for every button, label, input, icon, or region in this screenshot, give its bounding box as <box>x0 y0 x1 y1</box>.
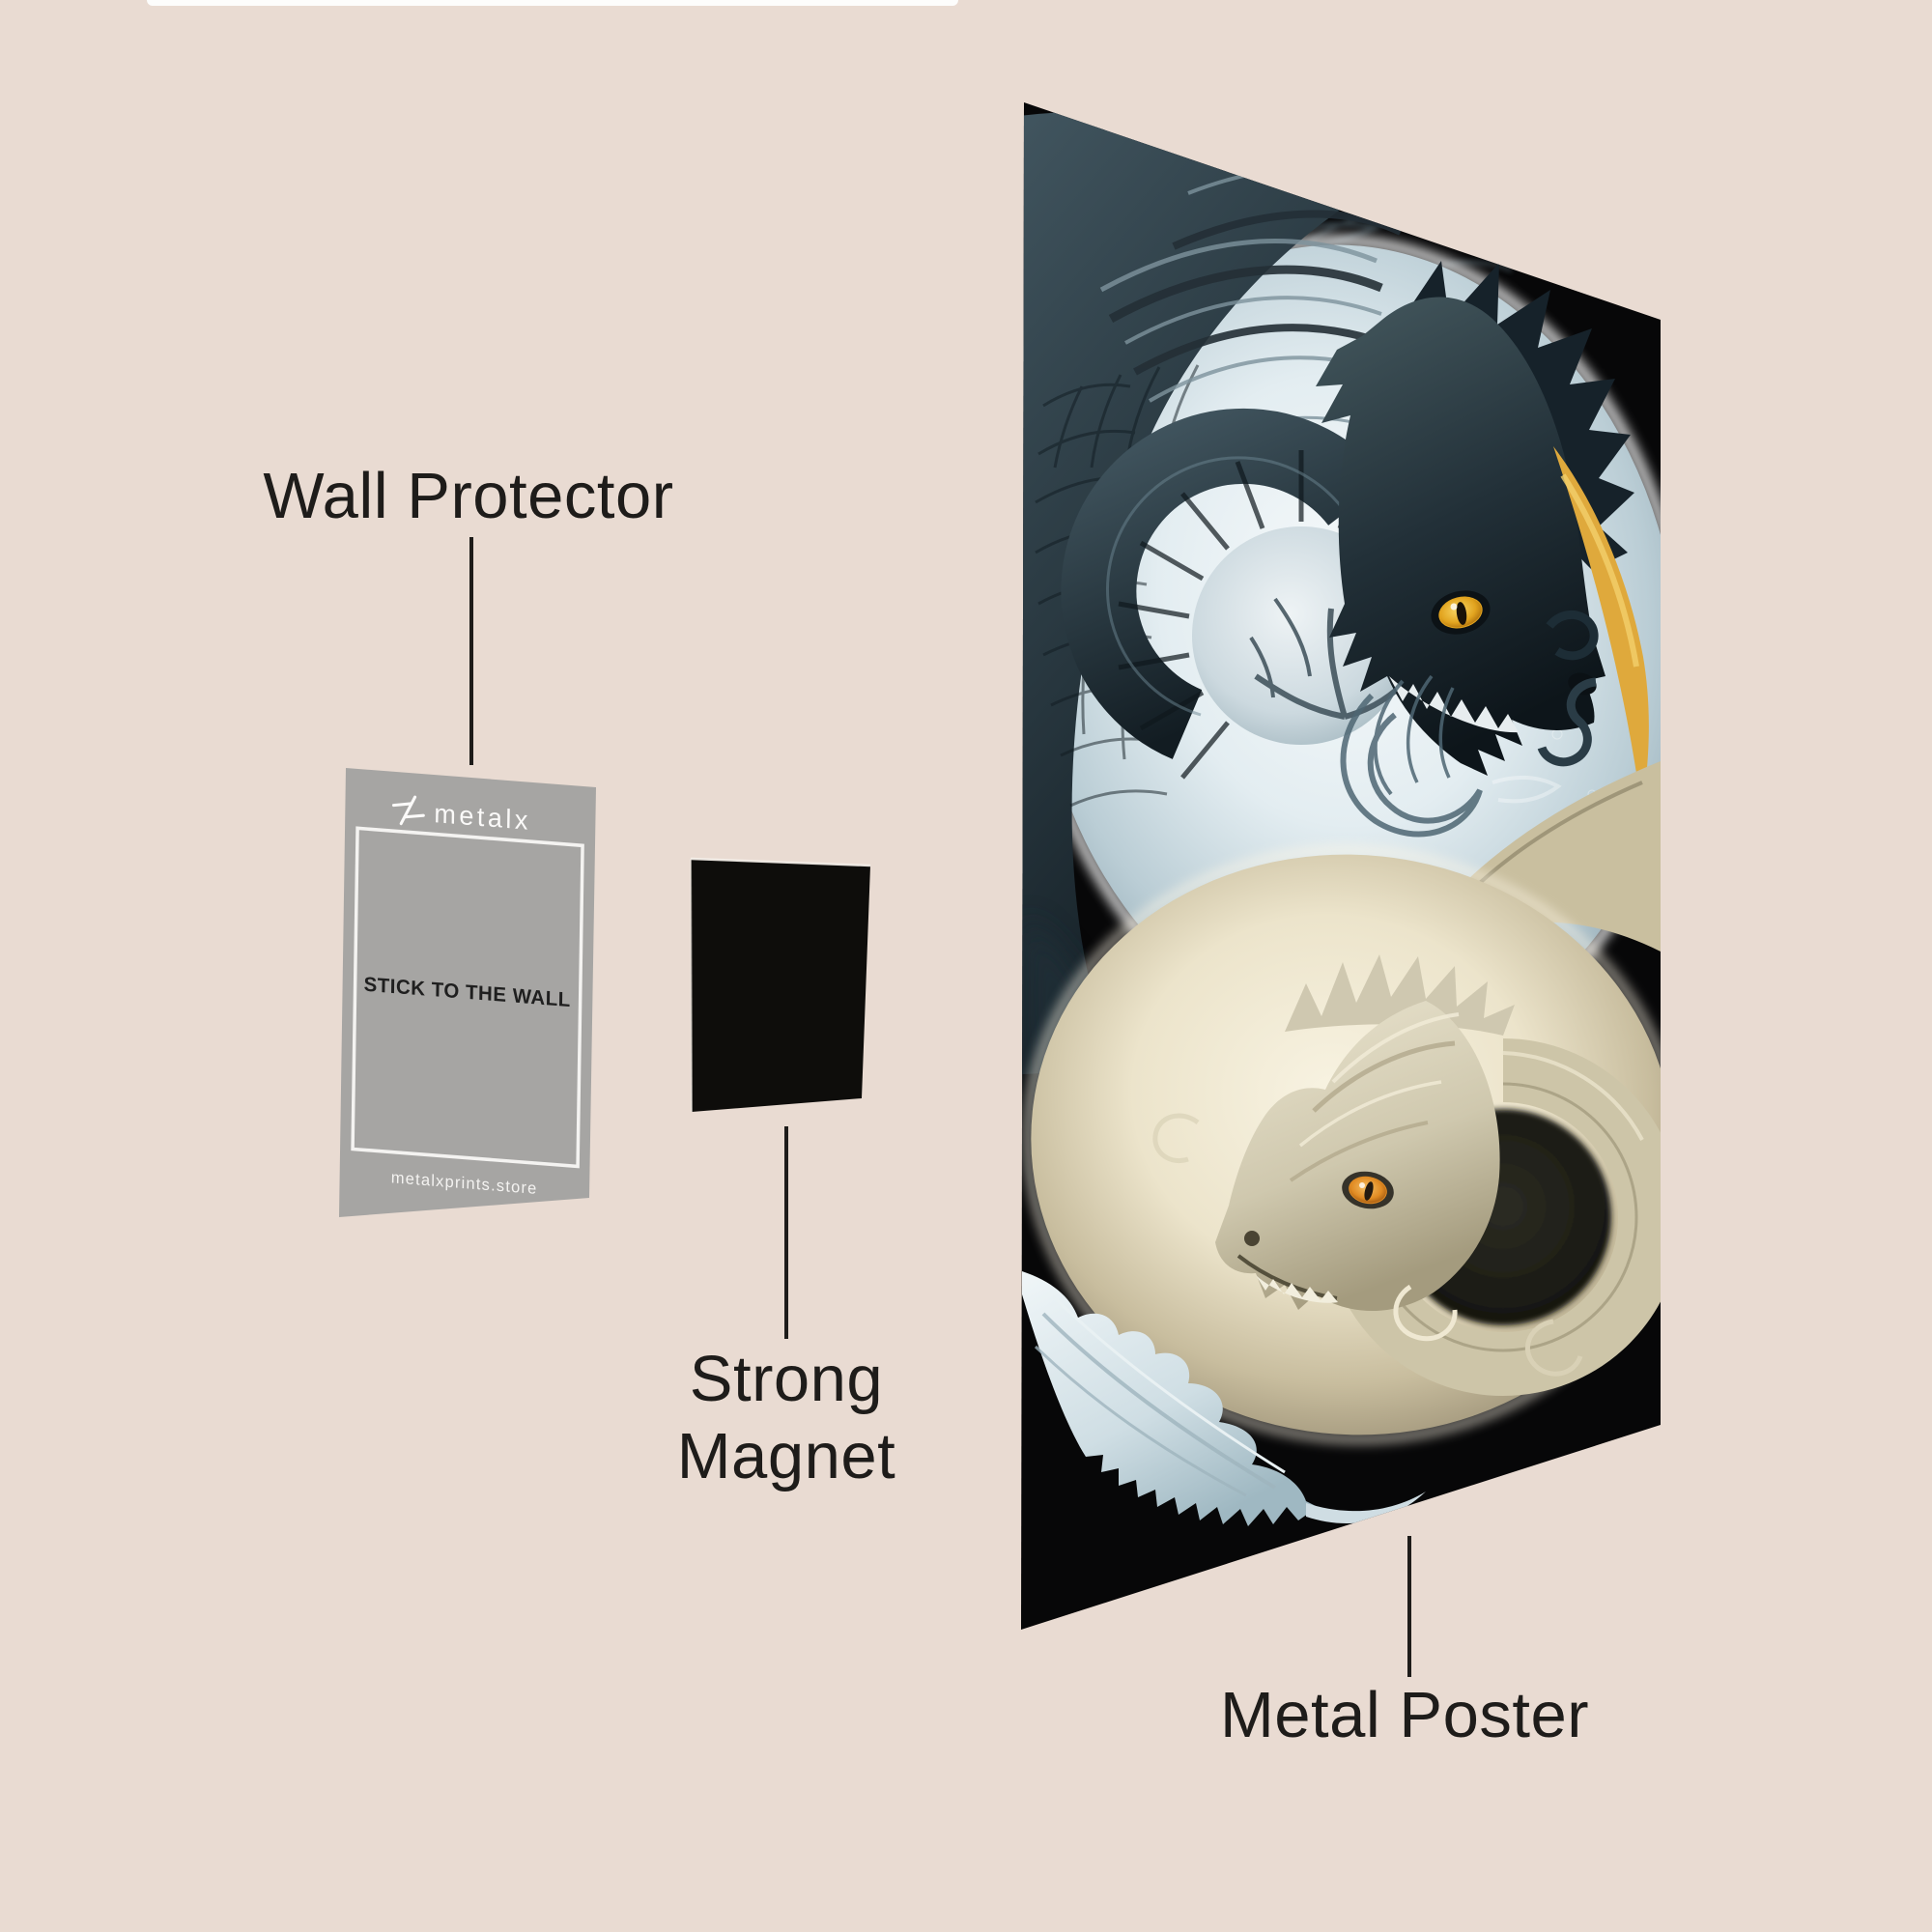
metalx-logo-icon <box>391 795 425 826</box>
white-dragon-mane <box>1289 1012 1460 1182</box>
wall-protector-card-face <box>339 768 596 1217</box>
top-edge-strip <box>147 0 958 6</box>
cream-curls <box>1152 1113 1583 1377</box>
wall-protector-card: metalx STICK TO THE WALL metalxprints.st… <box>339 768 596 1217</box>
wave-streaks <box>1034 1312 1277 1497</box>
metal-poster-pointer-line <box>1407 1536 1411 1677</box>
dark-dragon-eye <box>1431 590 1491 635</box>
dark-dragon-head <box>1316 297 1605 776</box>
metal-poster-label: Metal Poster <box>1219 1679 1590 1751</box>
white-dragon-head <box>1215 1001 1500 1312</box>
wall-protector-pointer-line <box>469 537 473 765</box>
white-wave <box>1022 1271 1426 1526</box>
card-inner-border <box>351 826 584 1169</box>
metal-poster <box>1021 102 1661 1630</box>
magnet-top-highlight <box>690 857 871 867</box>
wall-protector-label: Wall Protector <box>263 460 674 532</box>
dragon-teeth <box>1389 676 1519 733</box>
white-dragon-nostril <box>1244 1231 1260 1246</box>
wave-tail-wisp <box>1306 1492 1426 1524</box>
white-dragon-eye <box>1342 1171 1394 1209</box>
magnet-face <box>691 859 870 1112</box>
white-dragon-teeth <box>1256 1275 1338 1303</box>
card-brand-text: metalx <box>434 798 531 836</box>
magnet-left-highlight <box>690 858 693 1113</box>
strong-magnet-label-line1: Strong <box>689 1343 884 1415</box>
strong-magnet-label: Strong Magnet <box>448 1341 1124 1496</box>
strong-magnet-label-line2: Magnet <box>676 1420 896 1493</box>
strong-magnet <box>690 857 871 1113</box>
dragon-hair-tuft <box>1340 674 1483 838</box>
strong-magnet-pointer-line <box>784 1126 788 1339</box>
swirl-marks <box>1537 611 1599 767</box>
